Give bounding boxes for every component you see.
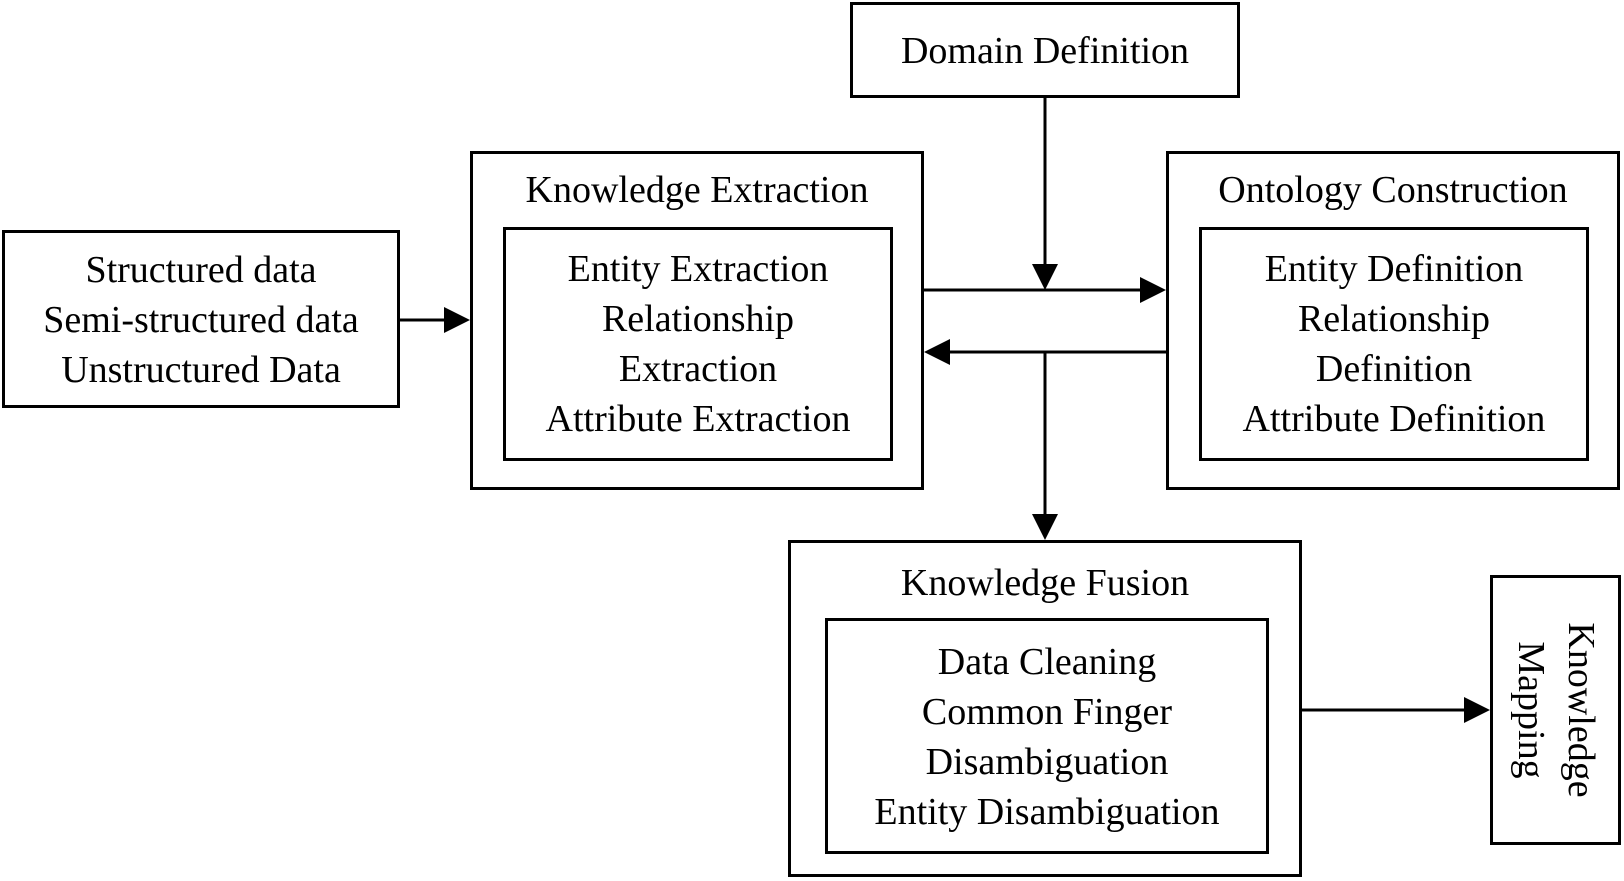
data-sources-box: Structured data Semi-structured data Uns… <box>2 230 400 408</box>
data-source-structured: Structured data <box>85 249 317 291</box>
knowledge-fusion-box: Knowledge Fusion Data Cleaning Common Fi… <box>788 540 1302 877</box>
fusion-item-entity-disambiguation: Entity Disambiguation <box>874 791 1220 833</box>
ontology-construction-box: Ontology Construction Entity Definition … <box>1166 151 1620 490</box>
knowledge-fusion-inner-box: Data Cleaning Common Finger Disambiguati… <box>825 618 1269 854</box>
extraction-item-entity: Entity Extraction <box>567 248 829 290</box>
ontology-item-relationship: Relationship <box>1297 298 1491 340</box>
knowledge-extraction-inner-box: Entity Extraction Relationship Extractio… <box>503 227 893 461</box>
arrowhead-back-to-extraction <box>924 339 950 365</box>
knowledge-extraction-title: Knowledge Extraction <box>525 169 869 211</box>
arrowhead-fusion <box>1032 514 1058 540</box>
data-sources-lines: Structured data Semi-structured data Uns… <box>5 245 397 395</box>
knowledge-mapping-line-2: Mapping <box>1509 641 1552 779</box>
ontology-item-definition: Definition <box>1315 348 1473 390</box>
knowledge-mapping-line-1: Knowledge <box>1559 622 1602 798</box>
ontology-construction-inner-box: Entity Definition Relationship Definitio… <box>1199 227 1589 461</box>
knowledge-mapping-text: Knowledge Mapping <box>1506 622 1606 797</box>
fusion-item-data-cleaning: Data Cleaning <box>937 641 1157 683</box>
arrowhead-domain <box>1032 264 1058 290</box>
knowledge-fusion-items: Data Cleaning Common Finger Disambiguati… <box>828 637 1266 837</box>
ontology-construction-items: Entity Definition Relationship Definitio… <box>1202 244 1586 444</box>
extraction-item-extraction: Extraction <box>618 348 778 390</box>
fusion-item-common-finger: Common Finger <box>921 691 1173 733</box>
extraction-item-attribute: Attribute Extraction <box>545 398 851 440</box>
extraction-item-relationship: Relationship <box>601 298 795 340</box>
arrowhead-mapping <box>1464 697 1490 723</box>
knowledge-mapping-box: Knowledge Mapping <box>1490 575 1621 845</box>
domain-definition-title: Domain Definition <box>900 30 1190 72</box>
fusion-item-disambiguation: Disambiguation <box>925 741 1169 783</box>
arrowhead-extraction <box>444 307 470 333</box>
ontology-item-entity: Entity Definition <box>1264 248 1524 290</box>
ontology-item-attribute: Attribute Definition <box>1242 398 1546 440</box>
data-source-semi-structured: Semi-structured data <box>43 299 359 341</box>
knowledge-fusion-title: Knowledge Fusion <box>900 562 1190 604</box>
arrowhead-ontology <box>1140 277 1166 303</box>
ontology-construction-title: Ontology Construction <box>1218 169 1568 211</box>
domain-definition-box: Domain Definition <box>850 2 1240 98</box>
data-source-unstructured: Unstructured Data <box>61 349 341 391</box>
knowledge-extraction-box: Knowledge Extraction Entity Extraction R… <box>470 151 924 490</box>
knowledge-extraction-items: Entity Extraction Relationship Extractio… <box>506 244 890 444</box>
